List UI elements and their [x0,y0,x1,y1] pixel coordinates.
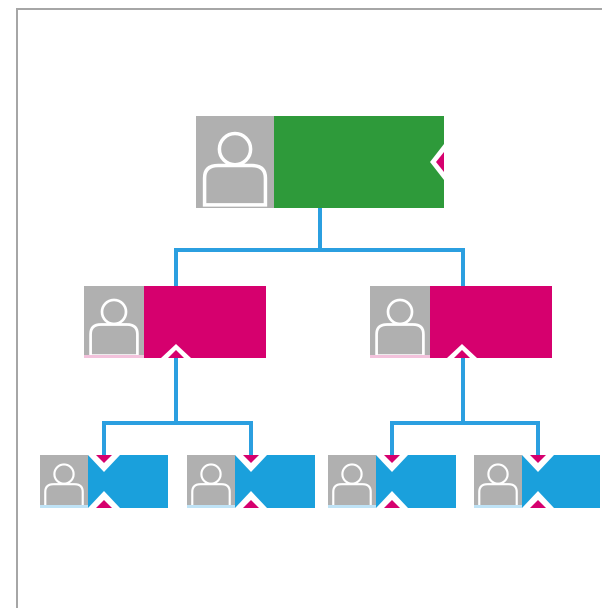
name-block [430,286,552,358]
notch-bottom [88,491,120,508]
triangle-arrow-icon [96,500,112,508]
notch-top [376,455,408,472]
person-body [375,323,425,357]
avatar-underline [370,355,430,358]
person-icon [478,463,518,508]
notch-top [235,455,267,472]
person-body [191,483,231,508]
triangle-arrow-icon [384,455,400,463]
person-head [341,463,363,485]
name-block [274,116,444,208]
person-head [217,131,253,167]
nodes [40,116,600,508]
avatar-underline [328,505,376,508]
node-left-report-1 [40,455,168,508]
node-root [196,116,444,208]
triangle-arrow-icon [243,455,259,463]
node-right-report-2 [474,455,600,508]
person-body [89,323,139,357]
triangle-arrow-icon [530,455,546,463]
notch-top [88,455,120,472]
triangle-arrow-icon [384,500,400,508]
person-icon [89,298,139,357]
avatar-underline [84,355,144,358]
person-body [44,483,84,508]
node-left-report-2 [187,455,315,508]
person-icon [332,463,372,508]
person-head [100,298,128,326]
person-body [332,483,372,508]
name-block [144,286,266,358]
triangle-arrow-icon [436,152,444,172]
notch-bottom [376,491,408,508]
person-body [478,483,518,508]
person-head [487,463,509,485]
connector-left-branches [102,421,253,455]
person-icon [202,131,268,207]
connector-right-branches [390,421,540,455]
connectors [102,208,540,455]
person-icon [44,463,84,508]
person-head [53,463,75,485]
person-head [200,463,222,485]
notch-bottom [235,491,267,508]
node-right-report-1 [328,455,456,508]
triangle-arrow-icon [168,350,184,358]
person-icon [375,298,425,357]
avatar-underline [187,505,235,508]
node-left-manager [84,286,266,358]
person-head [386,298,414,326]
node-right-manager [370,286,552,358]
triangle-arrow-icon [96,455,112,463]
avatar-underline [474,505,522,508]
person-body [202,163,268,207]
connector-root-branches [174,248,465,286]
person-icon [191,463,231,508]
triangle-arrow-icon [530,500,546,508]
triangle-arrow-icon [454,350,470,358]
notch-bottom [522,491,554,508]
avatar-underline [40,505,88,508]
triangle-arrow-icon [243,500,259,508]
notch-top [522,455,554,472]
